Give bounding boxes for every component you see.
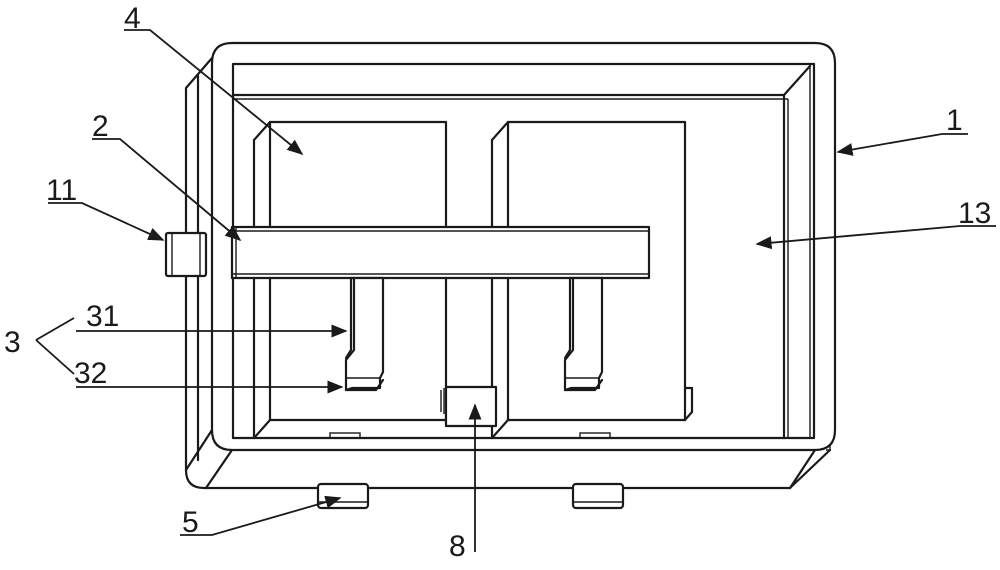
hook-right [563,276,604,392]
label-group-lower: 32 [74,357,107,390]
side-knob [164,231,208,278]
label-block: 4 [124,2,141,35]
label-side-knob: 11 [46,174,77,207]
foot-right [571,482,625,510]
inner-cavity [231,62,816,440]
leader-3-brace [35,317,75,375]
center-clip [440,385,498,428]
label-group-upper: 31 [86,300,119,333]
leader-13 [755,225,996,250]
leader-5 [180,495,342,536]
label-center-clip: 8 [449,530,466,563]
foot-left [316,482,370,510]
leader-11 [48,202,165,241]
label-foot: 5 [182,506,199,539]
label-cavity: 13 [958,197,991,230]
label-housing: 1 [946,104,963,137]
label-bar: 2 [92,110,109,143]
horizontal-bar [230,225,651,280]
leader-1 [836,133,968,156]
label-group: 3 [4,326,21,359]
leader-4 [124,29,304,156]
leader-2 [92,138,242,242]
hook-left [344,276,385,392]
bottom-slots [329,432,611,439]
